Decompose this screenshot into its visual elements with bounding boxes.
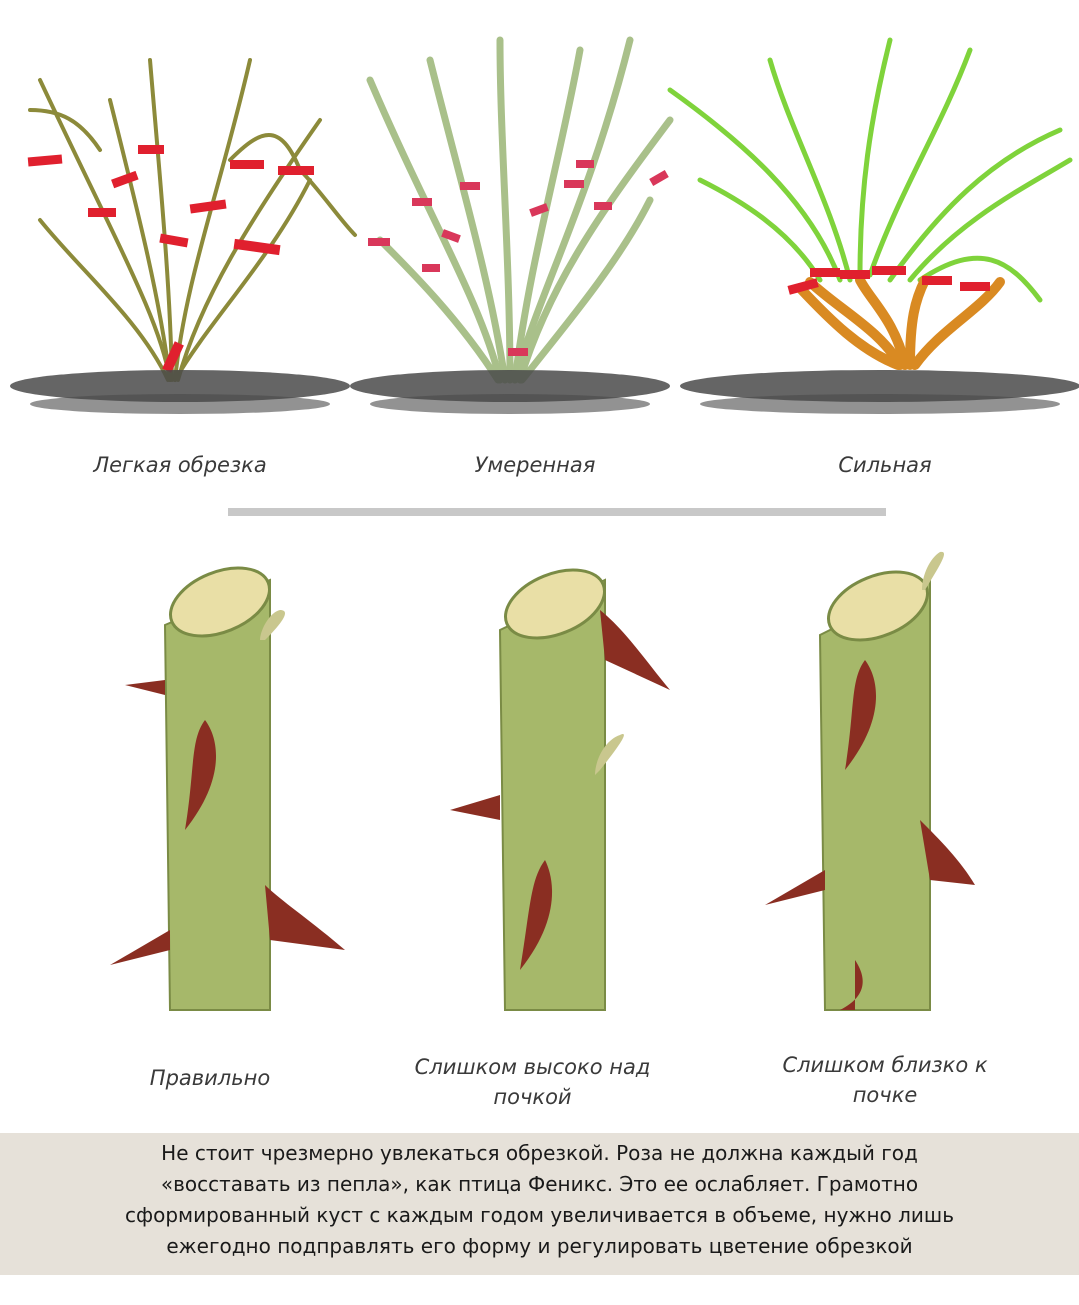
bush-caption-light: Легкая обрезка: [93, 453, 267, 477]
bush-moderate-illustration: [350, 36, 674, 414]
stem-caption-too-close: Слишком близко к почке: [730, 1050, 1040, 1110]
bush-strong-illustration: [667, 37, 1079, 414]
stem-caption-too-high: Слишком высоко над почкой: [375, 1052, 690, 1112]
stem-too-close-illustration: [765, 551, 975, 1011]
stem-correct-illustration: [110, 566, 345, 1011]
footer-panel: [0, 1133, 1079, 1275]
footer-line-4: ежегодно подправлять его форму и регулир…: [166, 1234, 913, 1258]
footer-line-1: Не стоит чрезмерно увлекаться обрезкой. …: [161, 1141, 918, 1165]
footer-line-2: «восставать из пепла», как птица Феникс.…: [160, 1172, 919, 1196]
stem-caption-too-high-line1: Слишком высоко над: [414, 1055, 651, 1079]
footer-line-3: сформированный куст с каждым годом увели…: [125, 1203, 954, 1227]
bush-caption-strong: Сильная: [838, 453, 932, 477]
bush-light-illustration: [10, 58, 357, 414]
stem-caption-correct: Правильно: [90, 1063, 330, 1093]
stem-too-high-illustration: [450, 568, 670, 1011]
stem-caption-too-high-line2: почкой: [493, 1085, 572, 1109]
footer-text: Не стоит чрезмерно увлекаться обрезкой. …: [10, 1138, 1069, 1262]
stem-caption-too-close-line2: почке: [852, 1083, 918, 1107]
stem-caption-correct-line1: Правильно: [149, 1066, 271, 1090]
section-divider: [228, 508, 886, 516]
bush-caption-moderate: Умеренная: [474, 453, 596, 477]
stem-caption-too-close-line1: Слишком близко к: [782, 1053, 988, 1077]
